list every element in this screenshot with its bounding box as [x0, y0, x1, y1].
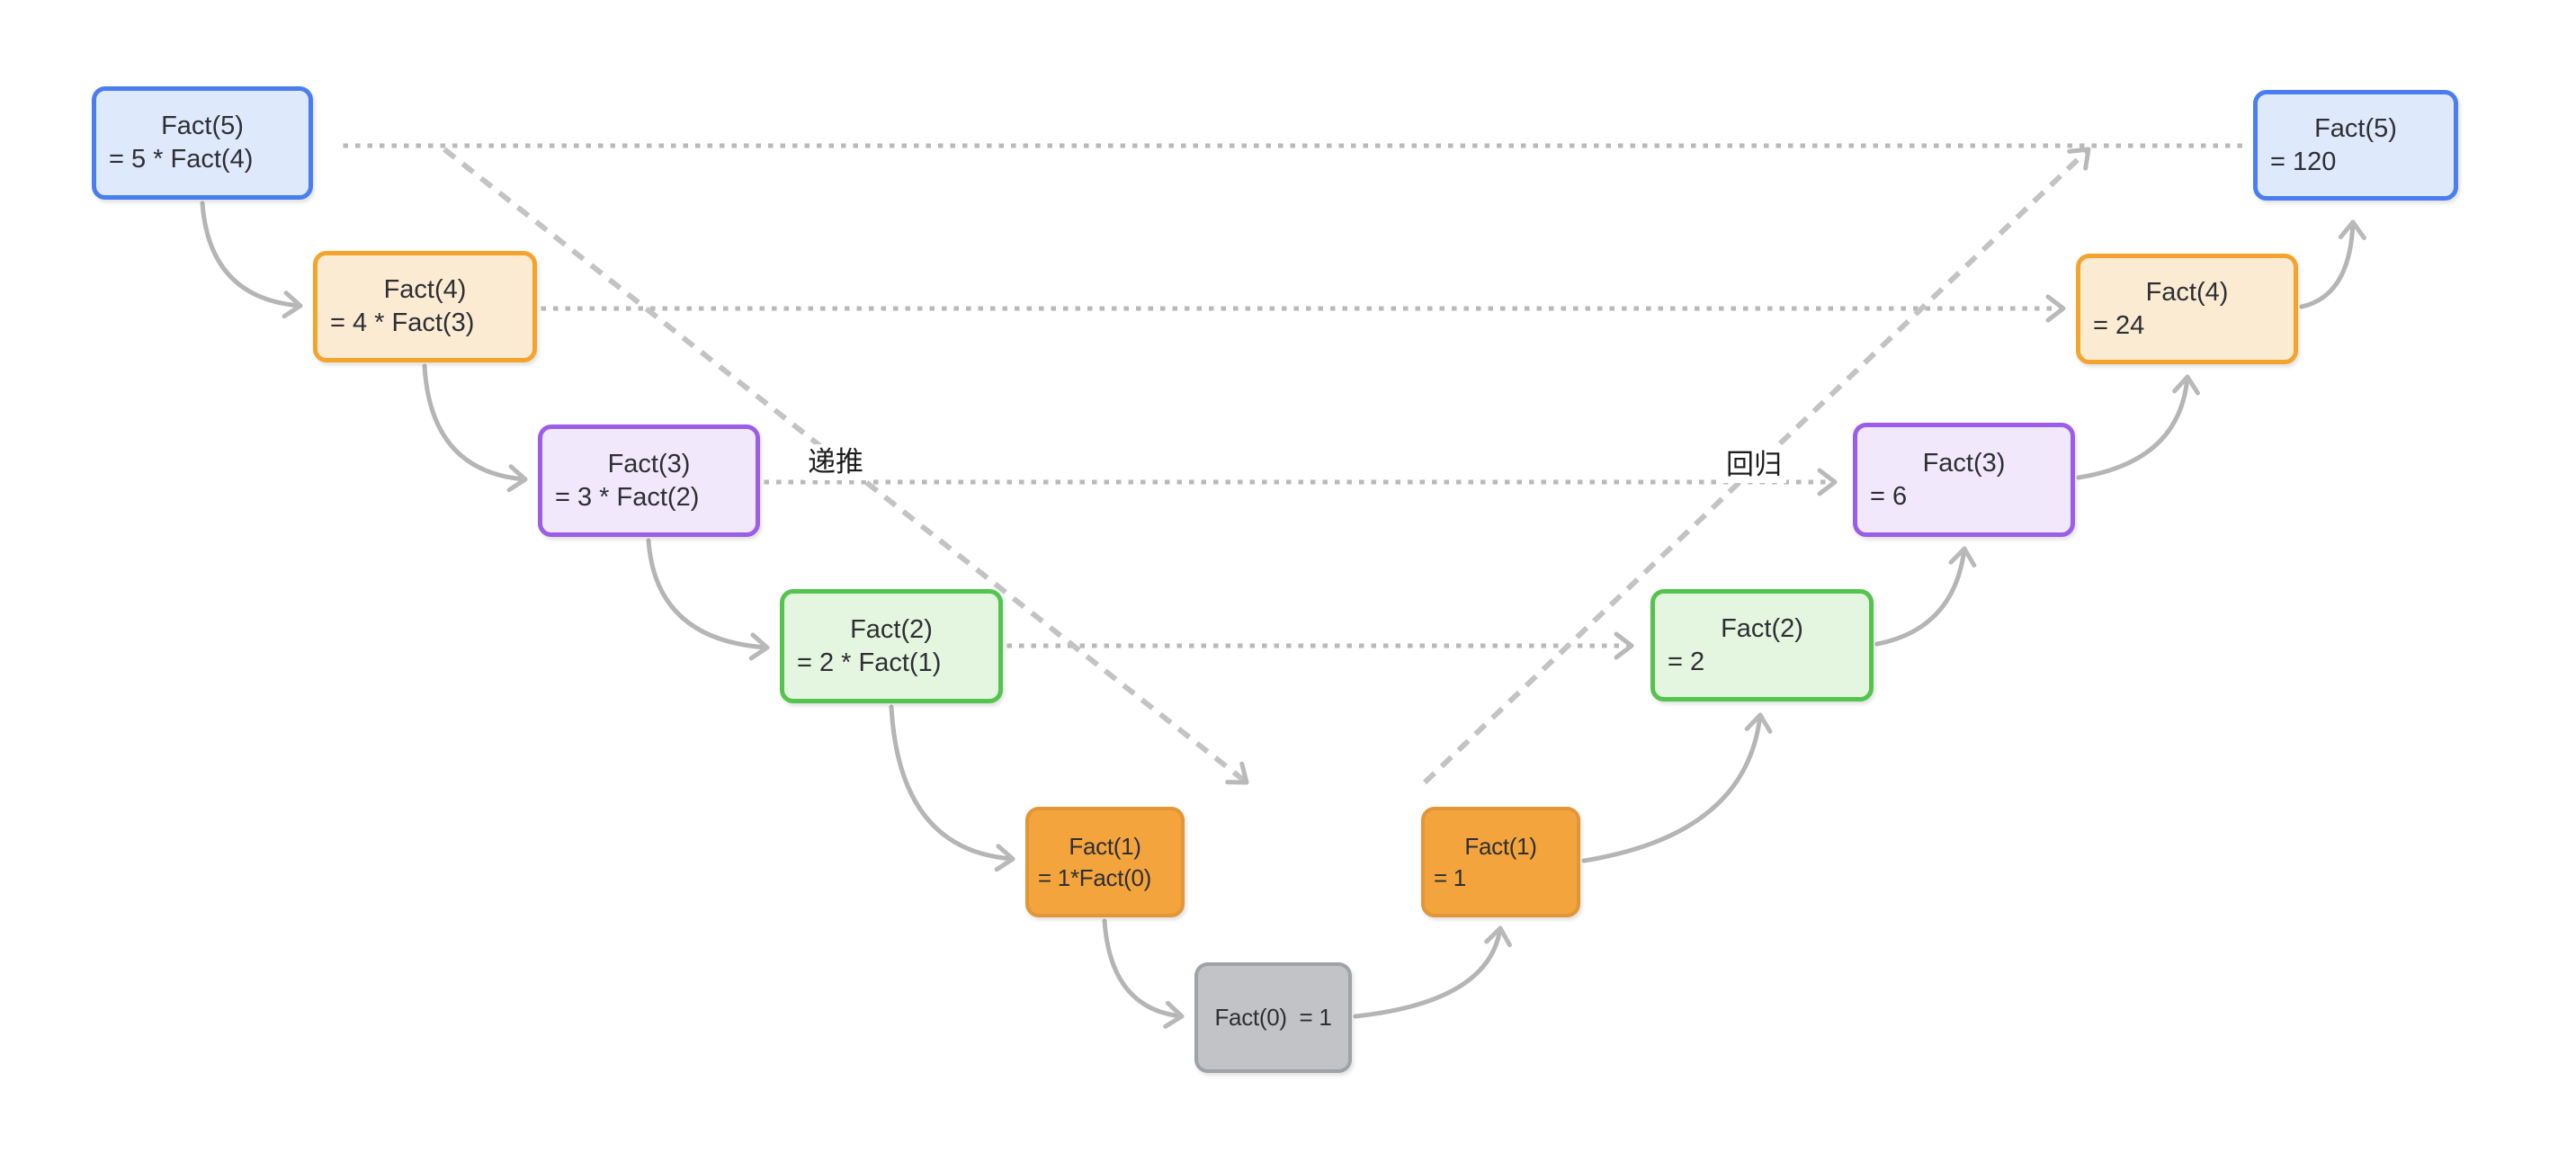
node-call-fact2-expr: = 2 * Fact(1) — [797, 648, 942, 677]
node-call-fact5-title: Fact(5) — [161, 112, 244, 140]
call-arrow-fact5-to-fact4 — [200, 201, 303, 319]
node-call-fact2-title: Fact(2) — [850, 614, 933, 644]
node-call-fact5: Fact(5) = 5 * Fact(4) — [92, 86, 313, 200]
node-return-fact1-value: = 1 — [1434, 863, 1466, 891]
node-return-fact1: Fact(1) = 1 — [1421, 807, 1580, 917]
node-return-fact4-value: = 24 — [2093, 310, 2145, 340]
node-call-fact4-title: Fact(4) — [383, 275, 467, 304]
node-return-fact3-title: Fact(3) — [1922, 448, 2006, 478]
node-call-fact5-expr: = 5 * Fact(4) — [109, 145, 254, 174]
node-return-fact3: Fact(3) = 6 — [1853, 423, 2075, 537]
node-return-fact2-value: = 2 — [1668, 647, 1705, 676]
call-arrow-fact3-to-fact2 — [646, 538, 770, 661]
node-call-fact4-expr: = 4 * Fact(3) — [330, 308, 475, 337]
node-base-fact0-title: Fact(0) = 1 — [1214, 1004, 1332, 1031]
dashed-descend-arrow — [443, 147, 1249, 785]
node-return-fact2-title: Fact(2) — [1721, 613, 1803, 643]
node-return-fact5: Fact(5) = 120 — [2253, 90, 2458, 201]
return-arrow-fact3-to-fact4 — [2076, 374, 2201, 480]
return-arrow-fact0-to-fact1 — [1353, 925, 1512, 1019]
node-return-fact5-value: = 120 — [2270, 147, 2337, 176]
node-call-fact1-expr: = 1*Fact(0) — [1038, 863, 1152, 891]
node-return-fact1-title: Fact(1) — [1464, 832, 1537, 860]
call-arrow-fact2-to-fact1 — [889, 704, 1015, 872]
node-base-fact0: Fact(0) = 1 — [1194, 962, 1352, 1073]
node-return-fact3-value: = 6 — [1870, 481, 1908, 511]
return-arrow-fact1-to-fact2 — [1581, 712, 1773, 863]
node-call-fact2: Fact(2) = 2 * Fact(1) — [780, 589, 1003, 703]
return-arrow-fact2-to-fact3 — [1874, 546, 1977, 647]
return-arrow-fact4-to-fact5 — [2299, 219, 2366, 309]
node-return-fact2: Fact(2) = 2 — [1650, 589, 1874, 702]
node-return-fact4: Fact(4) = 24 — [2076, 254, 2298, 364]
dashed-ascend-arrow — [1422, 147, 2091, 785]
call-arrow-fact4-to-fact3 — [422, 363, 528, 493]
node-call-fact3-title: Fact(3) — [607, 449, 691, 478]
node-return-fact4-title: Fact(4) — [2145, 277, 2229, 307]
call-arrow-fact1-to-fact0 — [1102, 918, 1185, 1029]
node-return-fact5-title: Fact(5) — [2314, 113, 2397, 143]
label-return-ascend: 回归 — [1722, 447, 1786, 483]
node-call-fact1: Fact(1) = 1*Fact(0) — [1025, 807, 1185, 917]
node-call-fact3: Fact(3) = 3 * Fact(2) — [538, 425, 760, 537]
node-call-fact3-expr: = 3 * Fact(2) — [555, 482, 700, 512]
label-recursion-descend: 递推 — [803, 444, 868, 480]
node-call-fact4: Fact(4) = 4 * Fact(3) — [313, 251, 537, 362]
node-call-fact1-title: Fact(1) — [1069, 832, 1141, 860]
